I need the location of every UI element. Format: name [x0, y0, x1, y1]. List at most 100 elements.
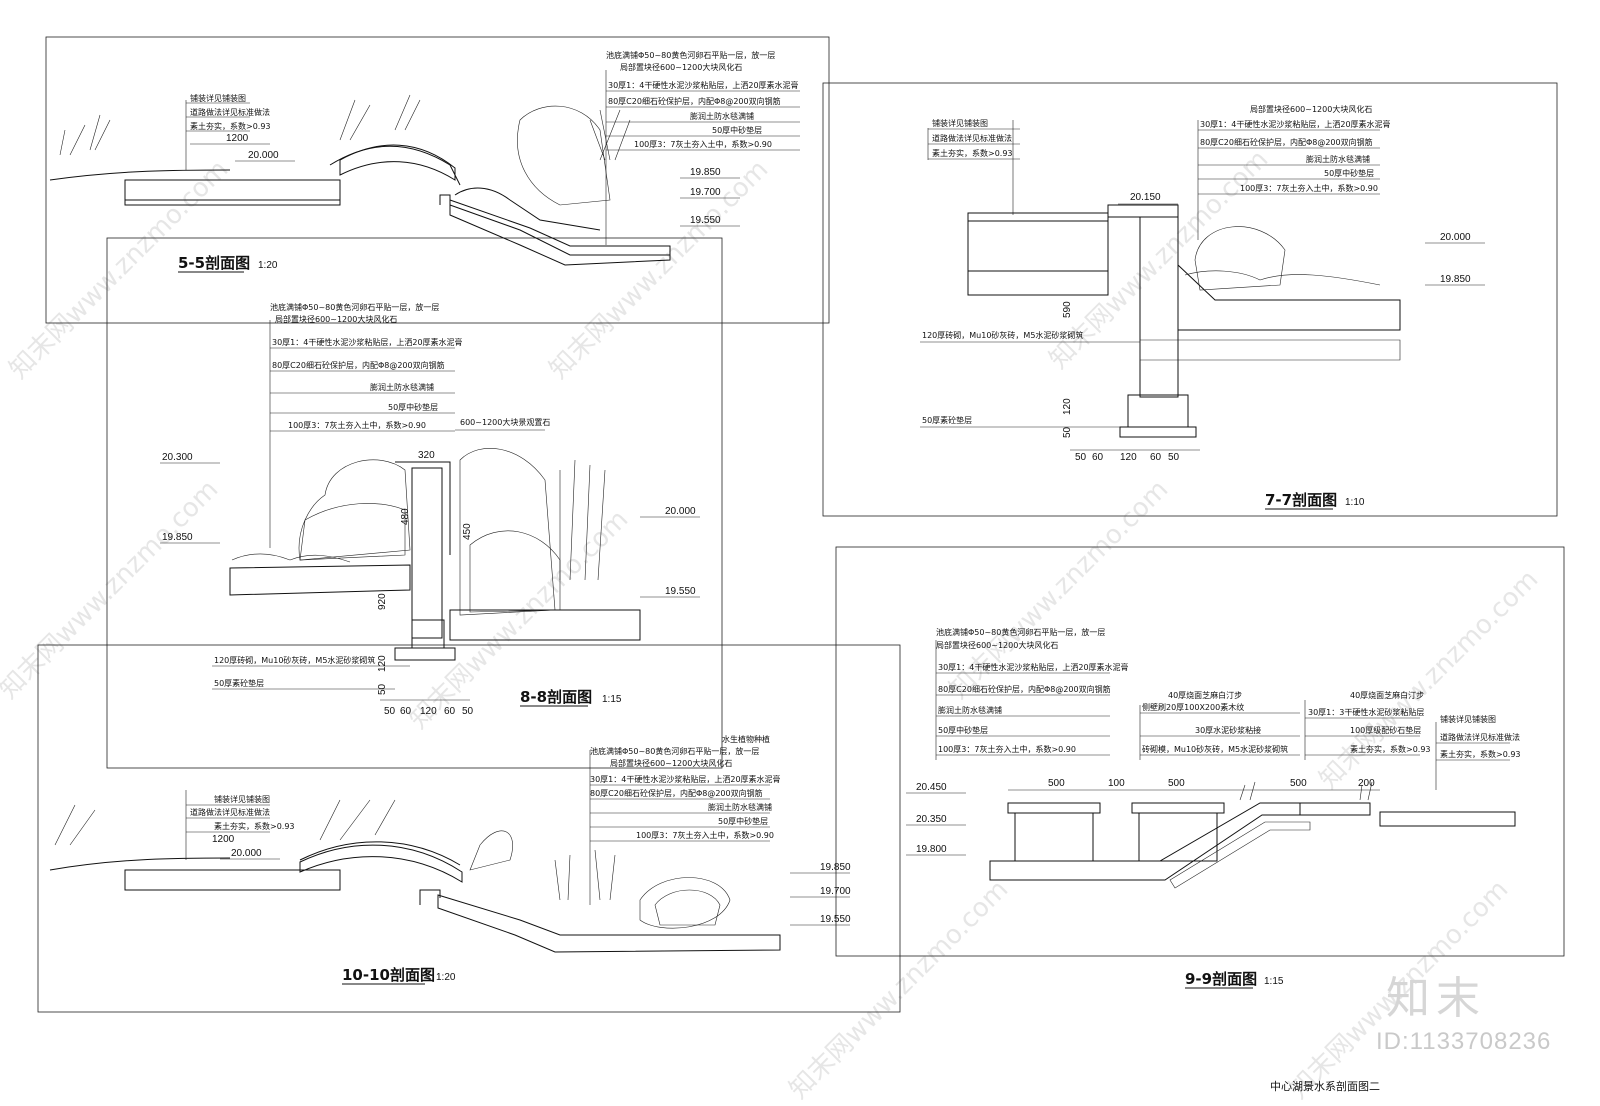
section-title: 8-8剖面图: [520, 688, 592, 706]
dim-60: 60: [1092, 452, 1104, 463]
footing: [1127, 394, 1189, 428]
frame-10-10: [37, 644, 901, 1013]
dim-50: 50: [1062, 426, 1073, 438]
paving-base: [124, 179, 341, 206]
dim-50: 50: [384, 706, 396, 717]
rock-large: [298, 459, 411, 561]
note-brick: 120厚砖砌，Mu10砂灰砖，M5水泥砂浆砌筑: [214, 655, 375, 665]
note-7: 100厚3：7灰土夯入土中，系数>0.90: [288, 420, 426, 430]
pool-layers: [449, 199, 671, 266]
pool-layers: [229, 564, 411, 596]
pebble-line: [1184, 270, 1381, 286]
note-5: 膨润土防水毯满铺: [690, 111, 754, 121]
note-right-1: 铺装详见铺装图: [1440, 714, 1496, 724]
elev-20450: 20.450: [916, 782, 947, 793]
slope-layer: [1169, 821, 1311, 889]
elev-19850: 19.850: [690, 167, 721, 178]
note-6: 50厚中砂垫层: [712, 125, 762, 135]
note-soil: 素土夯实，系数>0.93: [190, 121, 271, 131]
footing-base: [1119, 426, 1197, 438]
note-concrete: 50厚素砼垫层: [922, 415, 972, 425]
dim-60: 60: [1150, 452, 1162, 463]
dim-480: 480: [400, 508, 411, 525]
note-3: 30厚1：4干硬性水泥沙浆粘贴层，上洒20厚素水泥膏: [272, 337, 463, 347]
dim-1200: 1200: [226, 133, 249, 144]
note-3: 30厚1：4干硬性水泥沙浆粘贴层，上洒20厚素水泥膏: [590, 774, 781, 784]
note-1: 池底满铺Φ50~80黄色河卵石平贴一层，放一层: [936, 627, 1105, 637]
note-road: 道路做法详见标准做法: [932, 133, 1012, 143]
paving-layer: [124, 869, 341, 891]
watermark: 知末网www.znzmo.com: [544, 154, 775, 385]
note-1: 局部置块径600~1200大块风化石: [1250, 104, 1372, 114]
note-6: 50厚中砂垫层: [938, 725, 988, 735]
dim-100: 100: [1108, 778, 1125, 789]
note-mid2-4: 素土夯实，系数>0.93: [1350, 744, 1431, 754]
mound: [329, 145, 461, 186]
elev-19850: 19.850: [162, 532, 193, 543]
dim-500: 500: [1168, 778, 1185, 789]
section-title: 10-10剖面图: [342, 966, 435, 984]
note-mid2-1: 40厚烧面芝麻白汀步: [1350, 690, 1424, 700]
section-7-7: 铺装详见铺装图 道路做法详见标准做法 素土夯实，系数>0.93 20.150 局…: [920, 104, 1485, 510]
note-2: 局部置块径600~1200大块风化石: [936, 640, 1058, 650]
id-label: ID:1133708236: [1376, 1028, 1552, 1055]
elev-19700: 19.700: [820, 886, 851, 897]
note-right-2: 道路做法详见标准做法: [1440, 732, 1520, 742]
elev-20300: 20.300: [162, 452, 193, 463]
note-2: 30厚1：4干硬性水泥沙浆粘贴层，上洒20厚素水泥膏: [1200, 119, 1391, 129]
note-mid2-2: 30厚1：3干硬性水泥砂浆粘贴层: [1308, 707, 1424, 717]
paving-edge: [1299, 802, 1371, 816]
paving-layer: [1379, 811, 1516, 827]
grass-plant: [59, 114, 111, 156]
note-5: 膨润土防水毯满铺: [370, 382, 434, 392]
sheet-title: 中心湖景水系剖面图二: [1270, 1080, 1380, 1093]
paving-top: [967, 212, 1109, 222]
frame-5-5: [45, 36, 830, 324]
note-6: 50厚中砂垫层: [718, 816, 768, 826]
footing-top: [411, 619, 445, 649]
note-5: 膨润土防水毯满铺: [708, 802, 772, 812]
dim-120: 120: [1062, 398, 1073, 415]
stepping-stone-base: [1138, 812, 1218, 862]
note-mid-1: 40厚烧面芝麻白汀步: [1168, 690, 1242, 700]
note-rock: 600~1200大块景观置石: [460, 417, 550, 427]
rock-right: [459, 448, 556, 616]
pebble-line: [454, 187, 601, 231]
note-1: 池底满铺Φ50~80黄色河卵石平贴一层，放一层: [590, 746, 759, 756]
frame-8-8: [106, 237, 723, 769]
pool-bed-right: [449, 609, 641, 641]
note-road: 道路做法详见标准做法: [190, 107, 270, 117]
reed-plant: [589, 109, 631, 161]
pool-edge: [419, 889, 441, 905]
rock: [469, 830, 513, 871]
brand-logo: 知末: [1386, 973, 1486, 1024]
dim-50: 50: [1075, 452, 1087, 463]
elev-20000: 20.000: [231, 848, 262, 859]
note-mid2-3: 100厚级配砂石垫层: [1350, 725, 1421, 735]
reed-plant: [559, 459, 606, 581]
watermark: 知末网www.znzmo.com: [784, 874, 1015, 1105]
section-scale: 1:20: [258, 260, 278, 271]
paving-layer: [124, 179, 341, 201]
grass-plant: [54, 799, 396, 846]
elev-19800: 19.800: [916, 844, 947, 855]
note-paving: 铺装详见铺装图: [214, 794, 270, 804]
note-paving: 铺装详见铺装图: [190, 93, 246, 103]
note-mid-3: 30厚水泥砂浆粘接: [1195, 725, 1261, 735]
watermark-layer: 知末网www.znzmo.com 知末网www.znzmo.com 知末网www…: [0, 144, 1544, 1105]
elev-19850: 19.850: [1440, 274, 1471, 285]
dim-590: 590: [1062, 301, 1073, 318]
note-4: 膨润土防水毯满铺: [1306, 154, 1370, 164]
paving-base: [967, 220, 1109, 272]
pool-layers: [1177, 263, 1401, 331]
note-soil: 素土夯实，系数>0.93: [932, 148, 1013, 158]
section-title: 9-9剖面图: [1185, 970, 1257, 988]
section-8-8: 池底满铺Φ50~80黄色河卵石平贴一层，放一层 局部置块径600~1200大块风…: [160, 302, 700, 717]
note-right-3: 素土夯实，系数>0.93: [1440, 749, 1521, 759]
stepping-stone-cap: [1007, 802, 1101, 814]
elev-19850: 19.850: [820, 862, 851, 873]
note-1: 池底满铺Φ50~80黄色河卵石平贴一层，放一层: [606, 50, 775, 60]
section-scale: 1:10: [1345, 497, 1365, 508]
dim-450: 450: [462, 523, 473, 540]
